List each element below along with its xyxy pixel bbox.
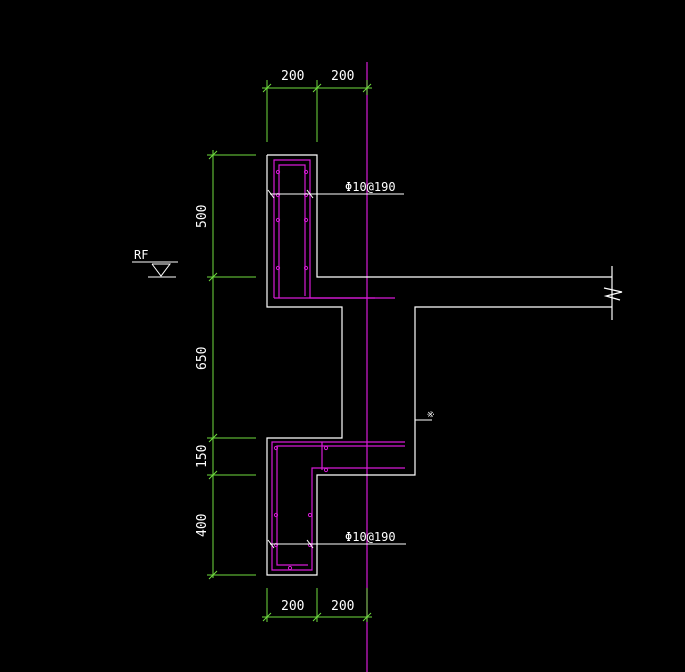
concrete-outline [266,154,623,576]
lower-ledge-height-label: 150 [195,445,210,468]
middle-height-label: 650 [195,347,210,370]
lower-height-label: 400 [195,514,210,537]
small-note-label: ※ [427,410,437,418]
upper-height-label: 500 [195,205,210,228]
bottom-left-width-label: 200 [281,599,304,614]
level-marker: RF [132,248,178,278]
rebar-lower [271,441,405,571]
bottom-right-width-label: 200 [331,599,354,614]
small-note-marker: ※ [415,410,437,421]
top-dimension: 200 200 [262,69,372,142]
level-mark-label: RF [134,248,148,262]
top-right-width-label: 200 [331,69,354,84]
rebar-upper [273,159,395,299]
upper-rebar-label: Φ10@190 [345,180,396,194]
rebar-callout-upper: Φ10@190 [267,180,404,199]
bottom-dimension: 200 200 [262,588,372,622]
rebar-callout-lower: Φ10@190 [267,530,406,549]
top-left-width-label: 200 [281,69,304,84]
left-dimension: 500 650 150 400 [195,150,256,580]
lower-rebar-label: Φ10@190 [345,530,396,544]
